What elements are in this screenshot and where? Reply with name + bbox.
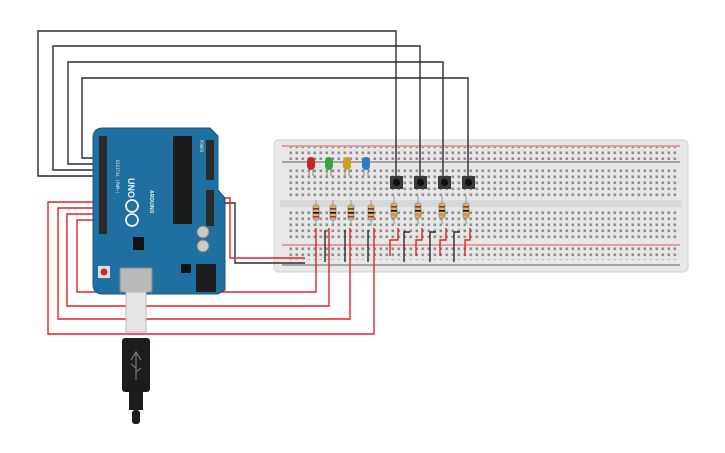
digital-header xyxy=(99,136,107,234)
usb-port xyxy=(119,267,153,293)
reset-button-cap xyxy=(100,268,108,276)
power-header xyxy=(206,140,214,180)
arduino-board[interactable]: UNO ARDUINO DIGITAL (PWM~) POWER xyxy=(92,127,226,295)
wire-ground xyxy=(220,202,305,264)
arduino-logo xyxy=(125,199,139,227)
power-jack xyxy=(196,264,216,292)
power-header-label: POWER xyxy=(199,140,204,153)
wire-button-3 xyxy=(67,61,444,178)
resistor-4 xyxy=(367,200,375,226)
resistor-5 xyxy=(390,196,398,224)
wire-button-2 xyxy=(52,45,421,178)
led-wires[interactable] xyxy=(47,197,471,335)
board-brand-label: ARDUINO xyxy=(148,190,154,213)
wire-button-1 xyxy=(37,30,397,178)
microcontroller-chip xyxy=(173,136,192,224)
resistors xyxy=(312,196,470,226)
pushbutton-2 xyxy=(414,176,427,189)
button-jumper-2 xyxy=(415,228,423,256)
button-jumper-1 xyxy=(389,228,399,256)
red-led xyxy=(307,157,315,176)
ground-jumpers xyxy=(324,230,460,262)
upper-terminal-holes xyxy=(287,166,677,198)
resistor-3 xyxy=(347,200,355,226)
crystal xyxy=(133,237,144,250)
resistor-6 xyxy=(414,196,422,224)
top-rail-holes xyxy=(287,147,677,160)
wire-led-red xyxy=(47,201,375,335)
resistor-1 xyxy=(312,200,320,226)
pushbuttons[interactable] xyxy=(390,176,475,189)
resistor-2 xyxy=(329,200,337,226)
wire-led-blue xyxy=(76,219,317,293)
board-model-label: UNO xyxy=(126,178,136,198)
pushbutton-1 xyxy=(390,176,403,189)
analog-header xyxy=(206,190,214,226)
center-channel xyxy=(280,200,682,207)
wire-led-yellow xyxy=(66,213,330,307)
capacitor-2 xyxy=(196,239,210,253)
button-jumper-4 xyxy=(464,228,471,256)
pushbutton-3 xyxy=(438,176,451,189)
blue-led xyxy=(362,157,370,176)
usb-icon xyxy=(130,350,142,380)
resistor-7 xyxy=(438,196,446,224)
pushbutton-4 xyxy=(462,176,475,189)
leds xyxy=(307,157,370,176)
regulator xyxy=(181,264,191,273)
bottom-rail-holes xyxy=(287,247,677,260)
yellow-led xyxy=(343,157,351,176)
digital-header-label: DIGITAL (PWM~) xyxy=(115,160,120,194)
button-jumper-3 xyxy=(439,228,447,256)
signal-wires[interactable] xyxy=(37,30,469,264)
resistor-8 xyxy=(462,196,470,224)
usb-cable xyxy=(122,291,150,424)
capacitor-1 xyxy=(196,225,210,239)
wire-button-4 xyxy=(81,77,469,178)
green-led xyxy=(325,157,333,176)
wire-led-green xyxy=(57,207,351,320)
